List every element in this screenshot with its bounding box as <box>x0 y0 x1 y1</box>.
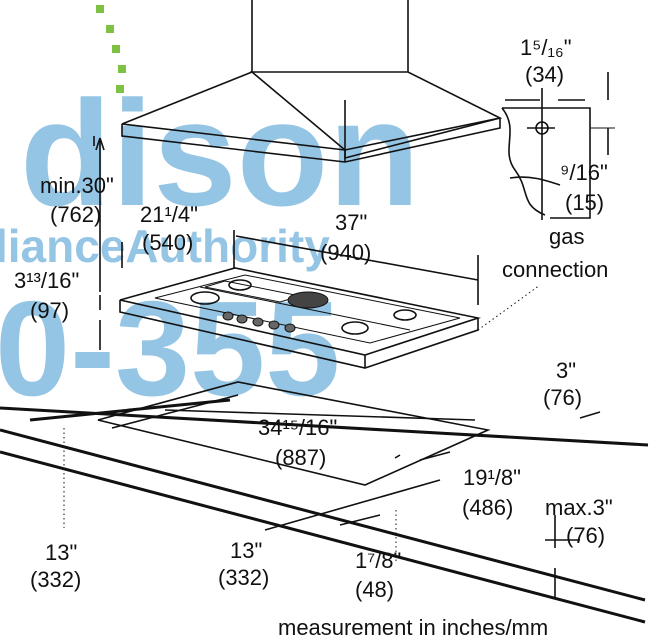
label-min-clearance-mm: (762) <box>50 202 101 227</box>
label-height-inches: 3¹³/16" <box>14 268 79 293</box>
label-max-thickness-mm: (76) <box>566 523 605 548</box>
label-cutout-depth: 19¹/8" <box>463 465 521 490</box>
label-width-mm: (940) <box>320 240 371 265</box>
label-left-offset-mm: (332) <box>30 567 81 592</box>
label-back-offset: 1⁷/8" <box>355 548 401 573</box>
watermark-line3: 0-355 <box>0 273 340 424</box>
gas-connection-detail <box>501 72 615 220</box>
cooktop <box>119 267 482 369</box>
label-min-clearance: min.30" <box>40 173 114 198</box>
control-knobs <box>222 311 296 333</box>
watermark: dison lianceAuthority 0-355 <box>0 5 420 424</box>
label-front-edge-mm: (76) <box>543 385 582 410</box>
label-gas-width: 1⁵/₁₆" <box>520 35 572 60</box>
label-left-offset: 13" <box>45 540 77 565</box>
watermark-line2: lianceAuthority <box>0 220 330 272</box>
cooktop-burners <box>190 279 417 335</box>
label-height-mm: (97) <box>30 298 69 323</box>
cutout-outline <box>97 381 491 486</box>
footer-units-note: measurement in inches/mm <box>278 615 548 640</box>
range-hood <box>121 0 503 163</box>
label-gas: gas <box>549 224 584 249</box>
cooktop-grates <box>154 274 461 344</box>
label-max-thickness: max.3" <box>545 495 613 520</box>
label-cutout-depth-mm: (486) <box>462 495 513 520</box>
label-cutout-width-mm: (887) <box>275 445 326 470</box>
label-gas-depth-mm: (15) <box>565 190 604 215</box>
label-front-edge: 3" <box>556 358 576 383</box>
label-connection: connection <box>502 257 608 282</box>
label-middle-offset: 13" <box>230 538 262 563</box>
dimension-lines <box>63 136 601 598</box>
label-gas-depth: ⁹/16" <box>560 160 608 185</box>
label-cutout-width: 34¹⁵/16" <box>258 415 337 440</box>
watermark-line1: dison <box>20 69 420 237</box>
label-depth-inches: 21¹/4" <box>140 202 198 227</box>
label-back-offset-mm: (48) <box>355 577 394 602</box>
label-width-inches: 37" <box>335 210 367 235</box>
label-middle-offset-mm: (332) <box>218 565 269 590</box>
dimension-labels: 1⁵/₁₆" (34) min.30" (762) 21¹/4" (540) 3… <box>14 35 613 640</box>
countertop <box>0 381 649 624</box>
label-gas-width-mm: (34) <box>525 62 564 87</box>
watermark-dots <box>96 5 126 93</box>
label-depth-mm: (540) <box>142 230 193 255</box>
